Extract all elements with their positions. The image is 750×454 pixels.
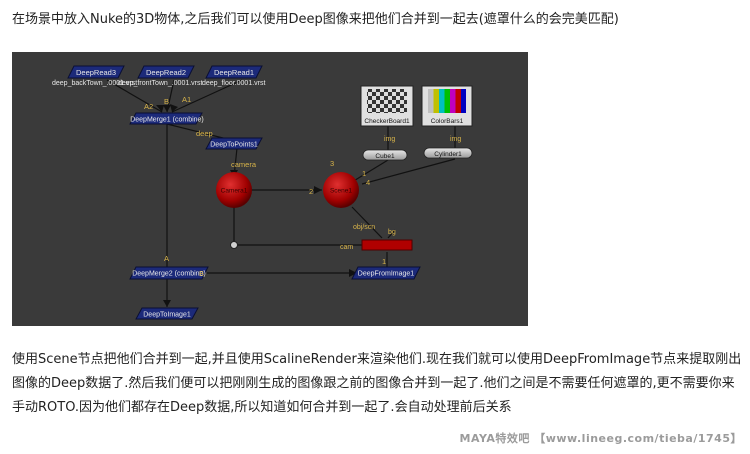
node-deeptoimage1[interactable]: DeepToImage1 (136, 308, 198, 319)
edge-label-a2: A2 (144, 102, 153, 111)
node-colorbars1[interactable]: ColorBars1 (422, 86, 472, 126)
wire-dot[interactable] (231, 242, 238, 249)
edge-label-4: 4 (366, 178, 370, 187)
colorbars1-label: ColorBars1 (431, 118, 464, 125)
node-deeptopoints1[interactable]: DeepToPoints1 (206, 138, 262, 149)
edge-label-img-1: img (384, 136, 395, 143)
node-deepfromimage1[interactable]: DeepFromImage1 (352, 267, 420, 279)
intro-paragraph: 在场景中放入Nuke的3D物体,之后我们可以使用Deep图像来把他们合并到一起去… (12, 10, 619, 30)
deepread3-label: DeepRead3 (76, 68, 116, 77)
deeptoimage1-label: DeepToImage1 (143, 312, 191, 319)
cylinder1-label: Cylinder1 (434, 151, 462, 158)
deepmerge1-label: DeepMerge1 (combine) (130, 117, 204, 124)
node-deepmerge1[interactable]: DeepMerge1 (combine) (130, 113, 204, 124)
edge-label-a1: A1 (182, 95, 191, 104)
node-scene1[interactable]: Scene1 (323, 172, 359, 208)
nuke-node-graph[interactable]: DeepRead3 deep_backTown_.0001.vrst DeepR… (12, 52, 528, 326)
deepfromimage1-label: DeepFromImage1 (358, 271, 415, 278)
body-paragraph: 使用Scene节点把他们合并到一起,并且使用ScalineRender来渲染他们… (12, 348, 744, 420)
edge-label-2: 2 (309, 187, 313, 196)
edge-label-3: 3 (330, 159, 334, 168)
node-deepmerge2[interactable]: DeepMerge2 (combine) (130, 267, 208, 279)
edge-label-camera: camera (231, 160, 257, 169)
edge-label-img-2: img (450, 136, 461, 143)
deeptopoints1-label: DeepToPoints1 (210, 142, 258, 149)
node-deepread1[interactable]: DeepRead1 deep_floor.0001.vrst (202, 66, 265, 87)
colorbars-thumbnail (428, 89, 466, 113)
deepmerge2-label: DeepMerge2 (combine) (132, 271, 206, 278)
edge-label-bg: bg (388, 229, 396, 236)
edge-label-deep: deep (196, 129, 213, 138)
edge-label-b: B (164, 97, 169, 106)
deepread1-label: DeepRead1 (214, 68, 254, 77)
node-cylinder1[interactable]: Cylinder1 (424, 148, 472, 158)
scene1-label: Scene1 (330, 188, 352, 195)
node-checkerboard1[interactable]: CheckerBoard1 (361, 86, 413, 126)
watermark: MAYA特效吧 【www.lineeg.com/tieba/1745】 (460, 430, 742, 446)
edge-label-objscn: obj/scn (353, 224, 375, 231)
node-deepread2[interactable]: DeepRead2 deep_frontTown_.0001.vrst (118, 66, 202, 87)
edge-label-a: A (164, 254, 169, 263)
camera1-label: Camera1 (221, 188, 248, 195)
edge-label-1: 1 (362, 169, 366, 178)
node-cube1[interactable]: Cube1 (363, 150, 407, 160)
deepread2-label: DeepRead2 (146, 68, 186, 77)
node-camera1[interactable]: Camera1 (216, 172, 252, 208)
cube1-label: Cube1 (375, 153, 395, 160)
edge-label-b2: B (199, 269, 204, 278)
deepread2-file: deep_frontTown_.0001.vrst (118, 80, 202, 87)
edge-label-one: 1 (382, 257, 386, 266)
deepread1-file: deep_floor.0001.vrst (202, 80, 265, 87)
node-scanlinerender[interactable] (362, 240, 412, 250)
edge-label-cam: cam (340, 244, 353, 251)
node-graph-canvas: DeepRead3 deep_backTown_.0001.vrst DeepR… (12, 52, 528, 326)
checkerboard1-label: CheckerBoard1 (364, 118, 410, 125)
